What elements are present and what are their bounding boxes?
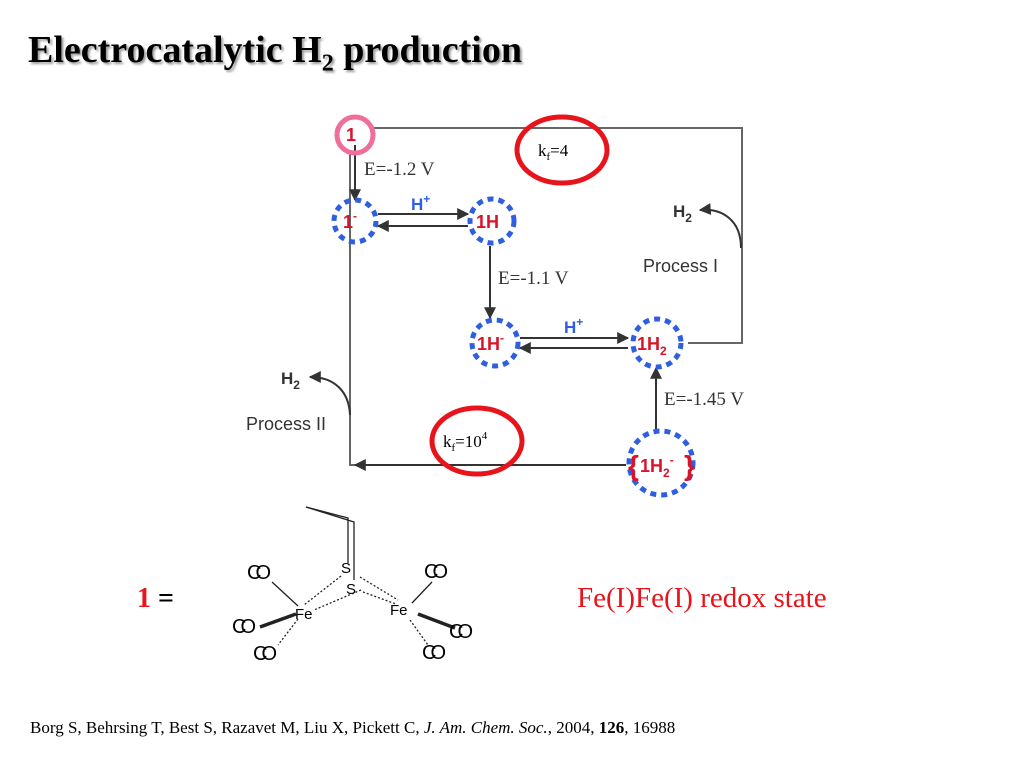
node-1h2-anion: 1H2- xyxy=(640,453,674,480)
iron-atom-2: Fe xyxy=(390,602,408,619)
h2-label-process2: H2 xyxy=(281,369,300,392)
node-1h-minus: 1H- xyxy=(477,331,504,354)
compound-1-equals: 1 = xyxy=(137,583,174,614)
co-ligand-2: CO xyxy=(232,616,255,638)
page-title: Electrocatalytic H2 production xyxy=(28,29,522,77)
node-1-minus: 1- xyxy=(343,209,357,232)
node-highlights xyxy=(331,196,696,498)
redox-state-label: Fe(I)Fe(I) redox state xyxy=(577,582,827,614)
co-ligand-4: CO xyxy=(424,561,447,583)
co-ligand-5: CO xyxy=(449,621,472,643)
kf-highlight-top xyxy=(514,114,610,186)
sulfur-atom-2: S xyxy=(346,581,356,598)
h2-label-process1: H2 xyxy=(673,202,692,225)
co-ligand-6: CO xyxy=(422,642,445,664)
sulfur-atom-1: S xyxy=(341,560,351,577)
fe2s2-structure xyxy=(259,506,456,646)
citation: Borg S, Behrsing T, Best S, Razavet M, L… xyxy=(30,718,676,737)
co-ligand-1: CO xyxy=(247,562,270,584)
anion-braces: { } xyxy=(628,450,695,481)
kf-label-1: kf=4 xyxy=(538,141,569,163)
potential-e3: E=-1.45 V xyxy=(664,389,744,410)
process2-label: Process II xyxy=(246,414,326,434)
process1-label: Process I xyxy=(643,256,718,276)
kf-highlight-bottom xyxy=(429,405,525,477)
potential-e2: E=-1.1 V xyxy=(498,268,569,289)
reaction-arrows xyxy=(308,145,742,471)
hplus-label-2: H+ xyxy=(564,315,583,337)
node-1h: 1H xyxy=(476,212,499,232)
node-1: 1 xyxy=(346,125,356,145)
node-1h2: 1H2 xyxy=(637,334,667,358)
iron-atom-1: Fe xyxy=(295,606,313,623)
kf-label-2: kf=104 xyxy=(443,430,488,454)
node-1-highlight xyxy=(334,114,376,156)
co-ligand-3: CO xyxy=(253,643,276,665)
hplus-label-1: H+ xyxy=(411,192,430,214)
svg-text:{: { xyxy=(628,450,639,481)
svg-text:}: } xyxy=(684,450,695,481)
potential-e1: E=-1.2 V xyxy=(364,159,435,180)
